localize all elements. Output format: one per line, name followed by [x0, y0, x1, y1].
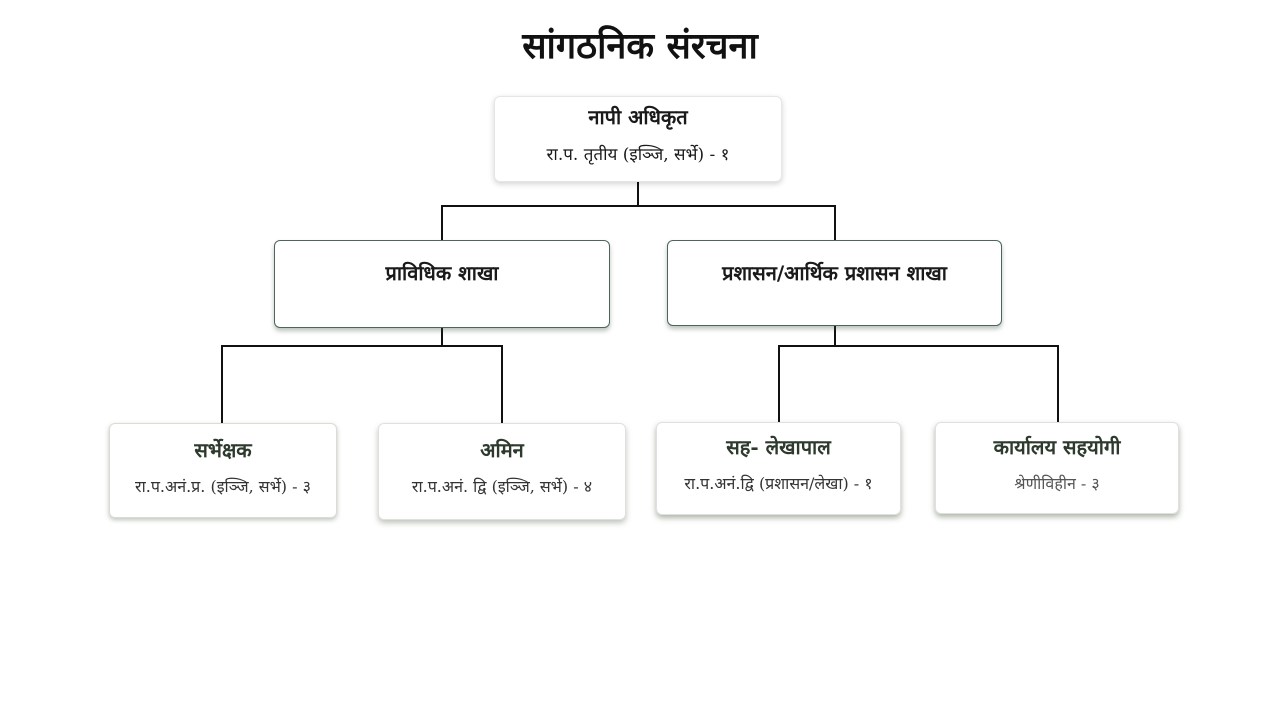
node-subtitle: रा.प.अनं. द्वि (इञ्जि, सर्भे) - ४ [411, 477, 593, 496]
node-subtitle: रा.प.अनं.द्वि (प्रशासन/लेखा) - १ [684, 474, 873, 493]
node-technical-branch: प्राविधिक शाखा [274, 240, 610, 328]
node-title: कार्यालय सहयोगी [993, 435, 1121, 459]
edge-technical-surveyor [221, 328, 443, 423]
edge-admin-office [835, 345, 1059, 422]
node-amin: अमिन रा.प.अनं. द्वि (इञ्जि, सर्भे) - ४ [378, 423, 626, 520]
node-title: नापी अधिकृत [588, 105, 688, 129]
node-title: सर्भेक्षक [194, 438, 252, 462]
node-title: सह- लेखापाल [726, 435, 831, 459]
node-title: अमिन [480, 438, 524, 462]
node-admin-branch: प्रशासन/आर्थिक प्रशासन शाखा [667, 240, 1002, 326]
node-title: प्राविधिक शाखा [385, 261, 499, 285]
node-survey-officer: नापी अधिकृत रा.प. तृतीय (इञ्जि, सर्भे) -… [494, 96, 782, 182]
node-subtitle: रा.प.अनं.प्र. (इञ्जि, सर्भे) - ३ [135, 477, 311, 496]
diagram-title: सांगठनिक संरचना [522, 25, 758, 67]
node-assistant-accountant: सह- लेखापाल रा.प.अनं.द्वि (प्रशासन/लेखा)… [656, 422, 901, 515]
edge-root-admin [638, 205, 836, 240]
edge-technical-amin [442, 345, 503, 423]
edge-root-technical [441, 182, 639, 240]
node-surveyor: सर्भेक्षक रा.प.अनं.प्र. (इञ्जि, सर्भे) -… [109, 423, 337, 518]
node-title: प्रशासन/आर्थिक प्रशासन शाखा [722, 261, 947, 285]
node-subtitle: श्रेणीविहीन - ३ [1014, 474, 1100, 493]
node-subtitle: रा.प. तृतीय (इञ्जि, सर्भे) - १ [546, 145, 730, 165]
edge-admin-accountant [778, 326, 836, 422]
node-office-assistant: कार्यालय सहयोगी श्रेणीविहीन - ३ [935, 422, 1179, 514]
